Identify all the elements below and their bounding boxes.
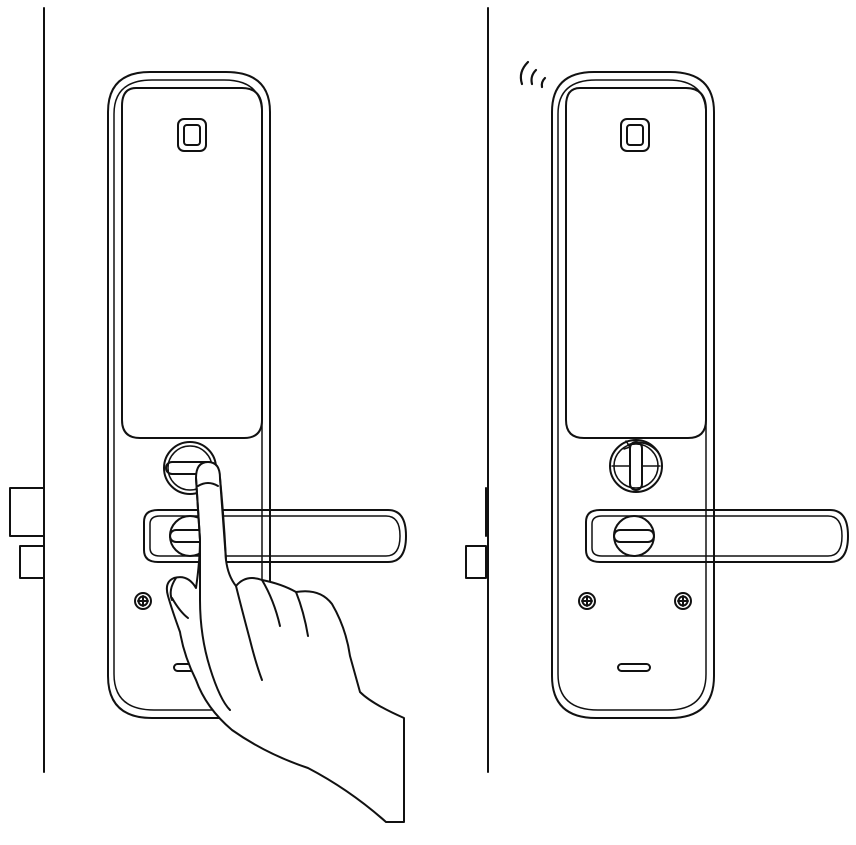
latch-bolt-lower bbox=[20, 546, 44, 578]
thumb-turn-knob bbox=[610, 440, 662, 492]
fingerprint-sensor-icon bbox=[178, 119, 206, 151]
keypad-screen bbox=[122, 88, 262, 438]
screw-icon bbox=[579, 593, 595, 609]
keypad-screen bbox=[566, 88, 706, 438]
wireless-signal-icon bbox=[521, 62, 545, 87]
door-handle-lever bbox=[586, 510, 848, 562]
door-handle-lever bbox=[144, 510, 406, 562]
left-panel bbox=[10, 8, 406, 822]
screw-icon bbox=[675, 593, 691, 609]
fingerprint-sensor-icon bbox=[621, 119, 649, 151]
screw-icon bbox=[135, 593, 151, 609]
right-panel bbox=[466, 8, 848, 772]
latch-bolt-lower bbox=[466, 546, 486, 578]
emergency-key-slot bbox=[618, 664, 650, 671]
lock-body bbox=[552, 72, 714, 718]
latch-bolt-upper bbox=[10, 488, 44, 536]
